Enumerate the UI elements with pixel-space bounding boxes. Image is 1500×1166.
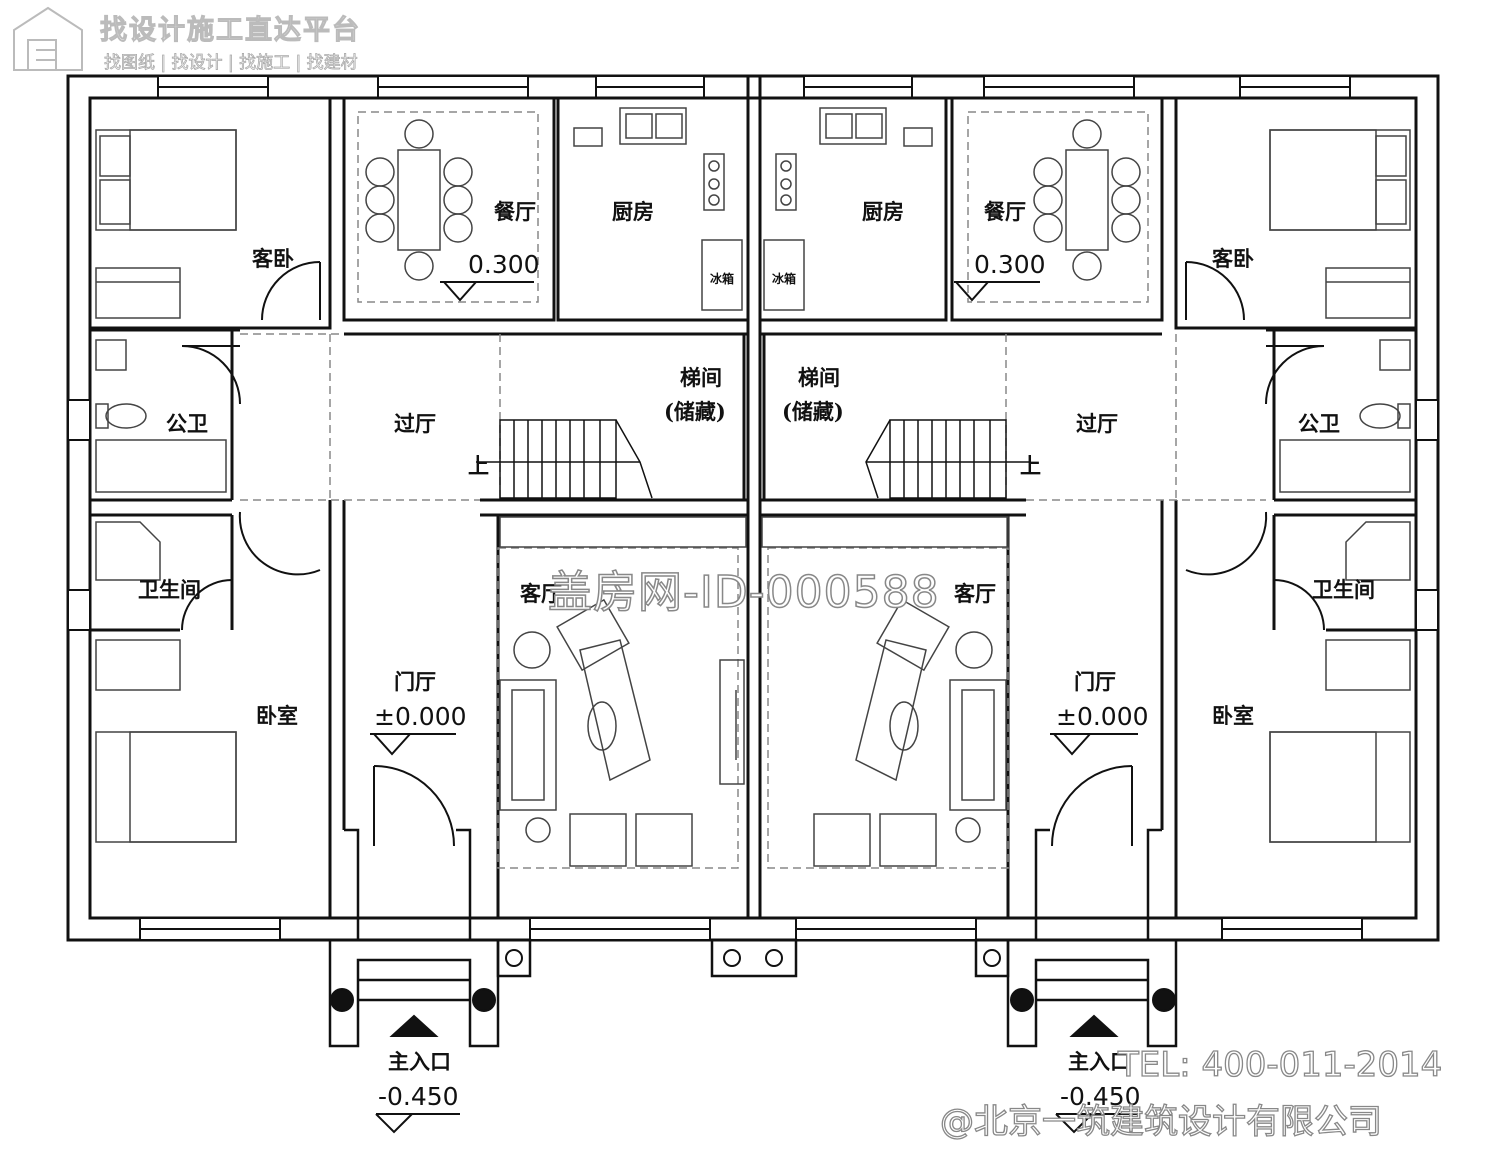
wardrobe-icon (95, 639, 181, 691)
label-fridge-left: 冰箱 (710, 272, 735, 286)
room-label-public-bath-right: 公卫 (1298, 411, 1340, 436)
level-foyer-left: ±0.000 (374, 702, 467, 731)
interior-walls (88, 96, 1418, 918)
level-dining-left: 0.300 (468, 250, 540, 279)
bathtub-icon (1279, 439, 1411, 493)
watermark-header-subtitle: 找图纸 | 找设计 | 找施工 | 找建材 (104, 53, 358, 74)
wardrobe-icon (1325, 267, 1411, 319)
room-label-kitchen-left: 厨房 (612, 199, 654, 224)
windows (67, 75, 1439, 941)
room-label-public-bath-left: 公卫 (166, 411, 208, 436)
armchair-icon (813, 598, 950, 867)
room-label-guest-bedroom-right: 客卧 (1212, 246, 1254, 271)
cabinet-icon (499, 516, 1009, 548)
coffee-table-icon (579, 639, 651, 782)
watermark-header-title: 找设计施工直达平台 (100, 15, 361, 47)
room-label-bathroom-right: 卫生间 (1312, 577, 1375, 602)
bathtub-icon (95, 439, 227, 493)
dining-table-icon (365, 119, 473, 281)
room-label-dining-right: 餐厅 (984, 199, 1026, 224)
room-label-bathroom-left: 卫生间 (138, 577, 201, 602)
furniture (95, 107, 1411, 867)
entry-porches (328, 828, 1178, 1048)
sofa-icon (949, 631, 1007, 843)
room-label-dining-left: 餐厅 (494, 199, 536, 224)
stove-icon (701, 153, 743, 311)
bed-icon (1269, 129, 1411, 231)
sofa-icon (499, 631, 557, 843)
room-label-bedroom-right: 卧室 (1212, 703, 1254, 728)
room-label-foyer-left: 门厅 (394, 669, 436, 694)
level-dining-right: 0.300 (974, 250, 1046, 279)
exterior-walls (66, 74, 1440, 942)
watermark-id: 盖房网-ID-000588 (547, 566, 940, 619)
armchair-icon (556, 598, 693, 867)
bed-icon (95, 129, 237, 231)
watermark-tel: TEL: 400-011-2014 (1117, 1044, 1443, 1085)
bed-icon (1269, 731, 1411, 843)
room-label-storage-right: (储藏) (782, 399, 844, 424)
label-up-left: 上 (468, 453, 489, 478)
stairs (476, 419, 1030, 499)
room-label-hall-left: 过厅 (394, 411, 436, 436)
room-label-kitchen-right: 厨房 (862, 199, 904, 224)
dashed-guides (240, 111, 1266, 869)
bed-icon (95, 731, 237, 843)
level-entry-left: -0.450 (378, 1082, 459, 1111)
columns (330, 949, 1176, 1012)
toilet-icon (1359, 339, 1411, 429)
coffee-table-icon (855, 639, 927, 782)
label-main-entrance-right: 主入口 (1068, 1049, 1131, 1074)
tv-icon (719, 659, 745, 785)
sink-icon (573, 107, 687, 147)
logo-icon (13, 6, 83, 71)
label-main-entrance-left: 主入口 (388, 1049, 451, 1074)
wardrobe-icon (1325, 639, 1411, 691)
room-label-living-left: 客厅 (520, 581, 562, 606)
toilet-icon (95, 339, 147, 429)
shower-icon (1345, 521, 1411, 581)
room-label-guest-bedroom-left: 客卧 (252, 246, 294, 271)
label-up-right: 上 (1020, 453, 1041, 478)
watermark-copyright: @北京一筑建筑设计有限公司 (939, 1101, 1382, 1142)
room-label-storage-left: (储藏) (664, 399, 726, 424)
stove-icon (763, 153, 805, 311)
wardrobe-icon (95, 267, 181, 319)
room-label-stairwell-left: 梯间 (680, 365, 722, 390)
room-label-hall-right: 过厅 (1076, 411, 1118, 436)
sink-icon (819, 107, 933, 147)
level-foyer-right: ±0.000 (1056, 702, 1149, 731)
room-label-foyer-right: 门厅 (1074, 669, 1116, 694)
label-fridge-right: 冰箱 (772, 272, 797, 286)
shower-icon (95, 521, 161, 581)
room-label-stairwell-right: 梯间 (798, 365, 840, 390)
dining-table-icon (1033, 119, 1141, 281)
doors (181, 261, 1325, 847)
room-label-bedroom-left: 卧室 (256, 703, 298, 728)
level-markers (370, 281, 1140, 1134)
room-label-living-right: 客厅 (954, 581, 996, 606)
level-entry-right: -0.450 (1060, 1082, 1141, 1111)
